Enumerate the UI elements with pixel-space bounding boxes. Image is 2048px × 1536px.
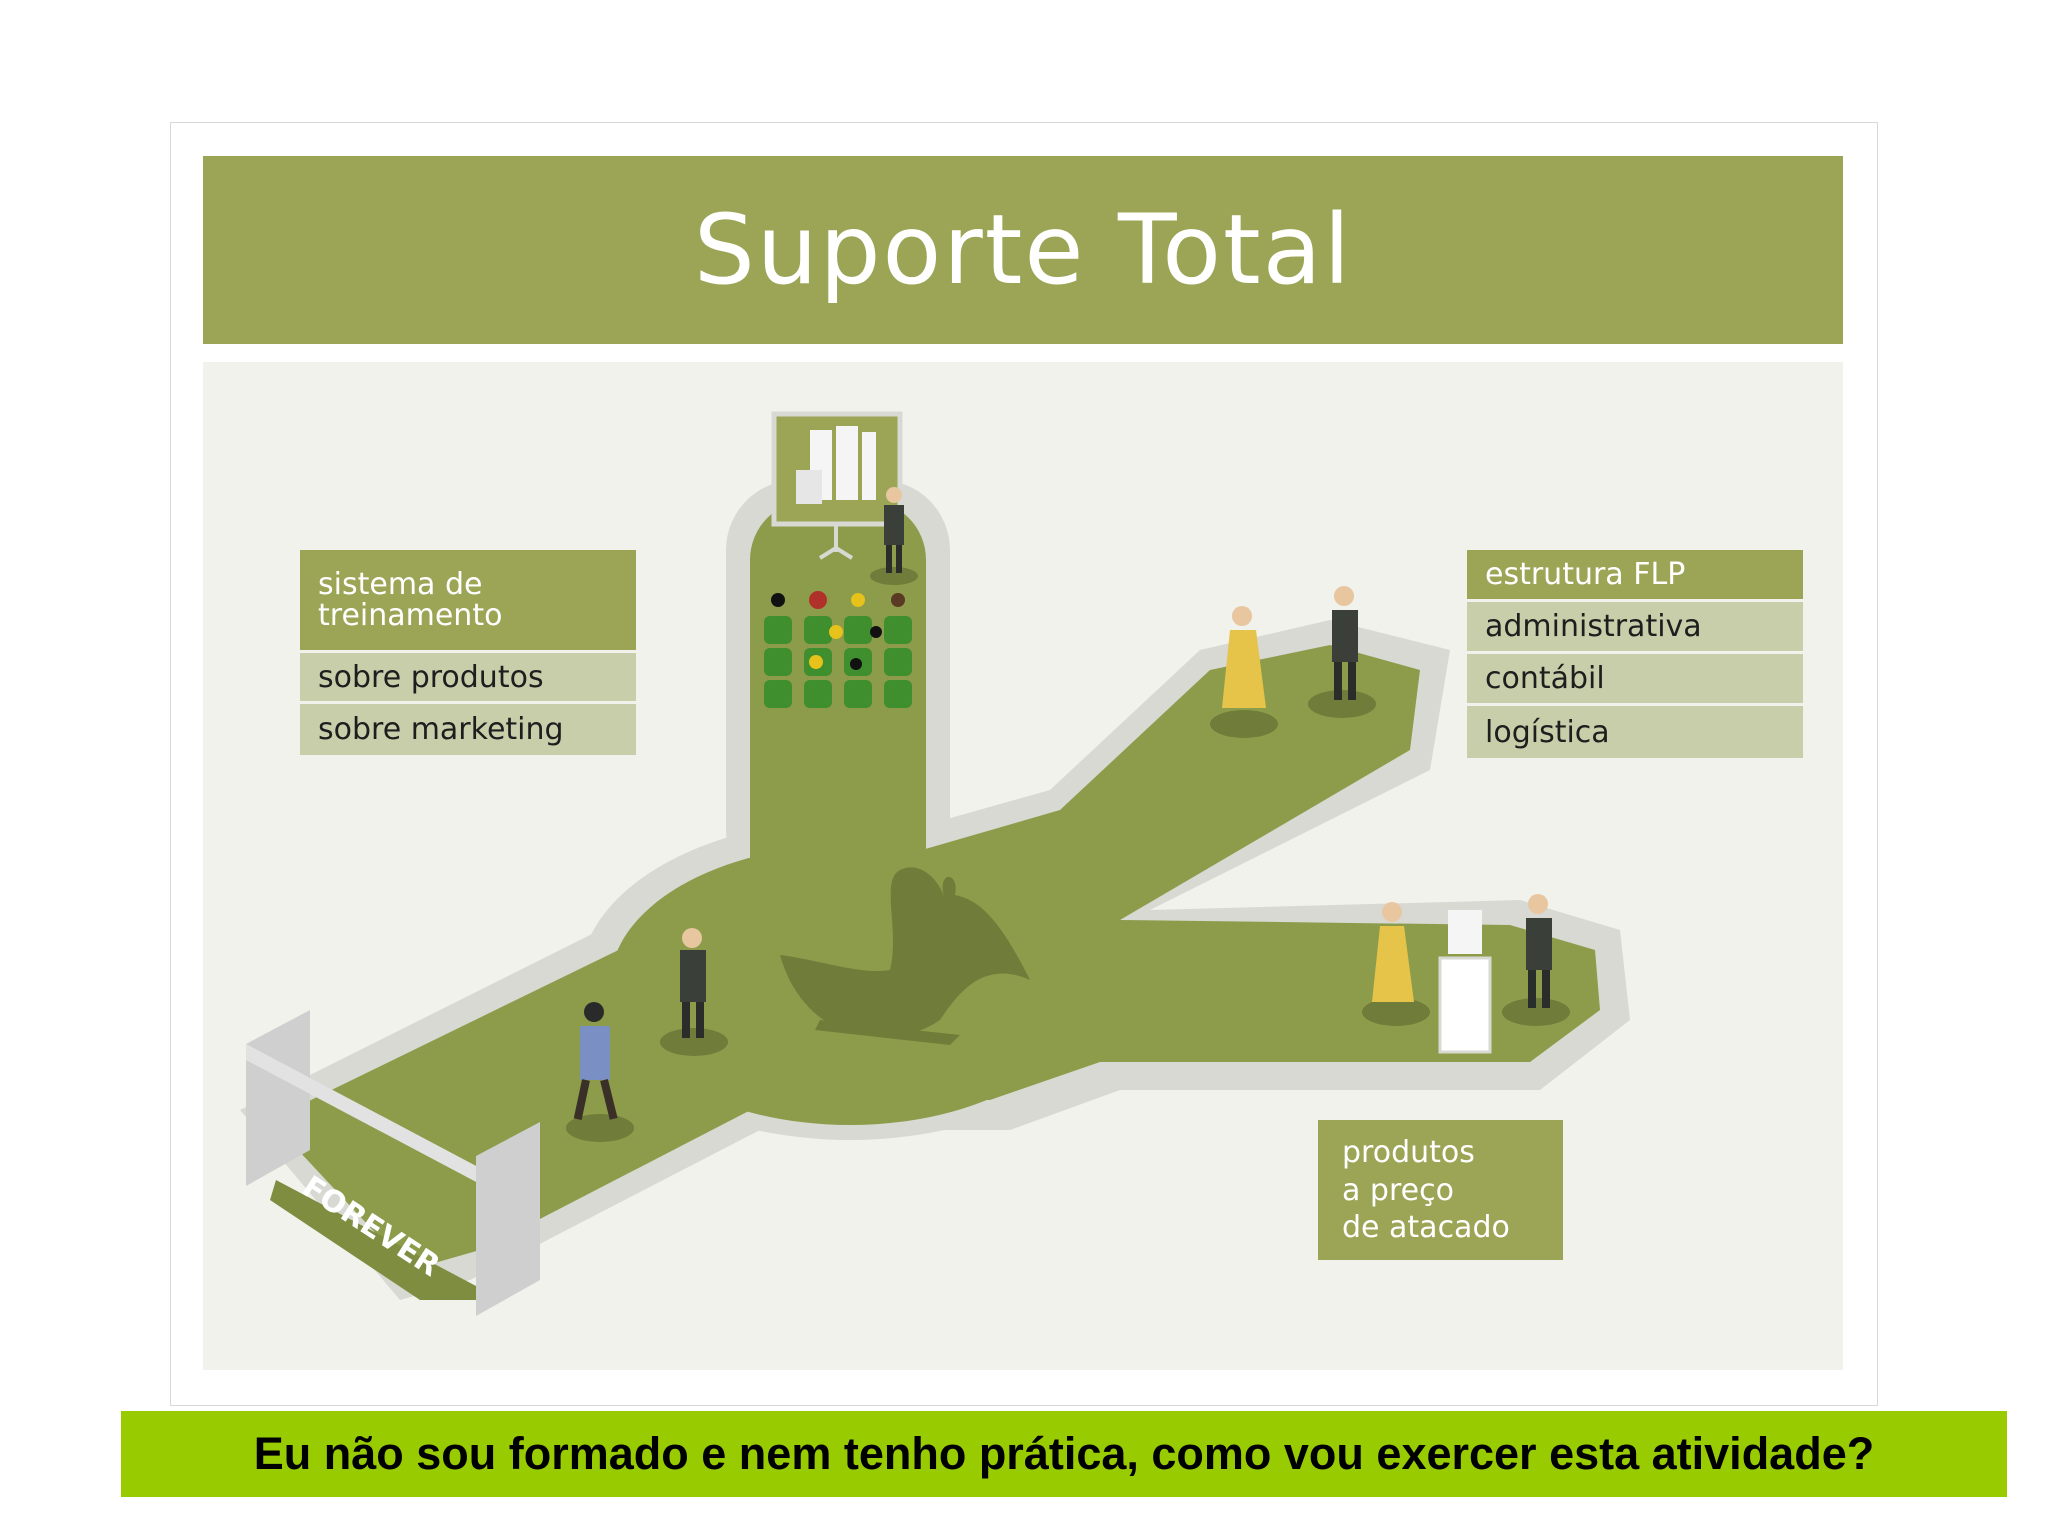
structure-heading: estrutura FLP bbox=[1467, 550, 1803, 602]
training-heading: sistema de treinamento bbox=[300, 550, 636, 653]
structure-item-administrative: administrativa bbox=[1467, 602, 1803, 654]
training-system-box: sistema de treinamento sobre produtos so… bbox=[300, 550, 636, 755]
training-item-products: sobre produtos bbox=[300, 653, 636, 704]
products-line-1: produtos bbox=[1342, 1134, 1539, 1172]
structure-item-accounting: contábil bbox=[1467, 654, 1803, 706]
structure-item-logistics: logística bbox=[1467, 706, 1803, 758]
question-text: Eu não sou formado e nem tenho prática, … bbox=[254, 1428, 1874, 1480]
wholesale-products-box: produtos a preço de atacado bbox=[1318, 1120, 1563, 1260]
products-line-2: a preço bbox=[1342, 1172, 1539, 1210]
products-line-3: de atacado bbox=[1342, 1209, 1539, 1247]
training-item-marketing: sobre marketing bbox=[300, 704, 636, 755]
flp-structure-box: estrutura FLP administrativa contábil lo… bbox=[1467, 550, 1803, 758]
question-bar: Eu não sou formado e nem tenho prática, … bbox=[121, 1411, 2007, 1497]
